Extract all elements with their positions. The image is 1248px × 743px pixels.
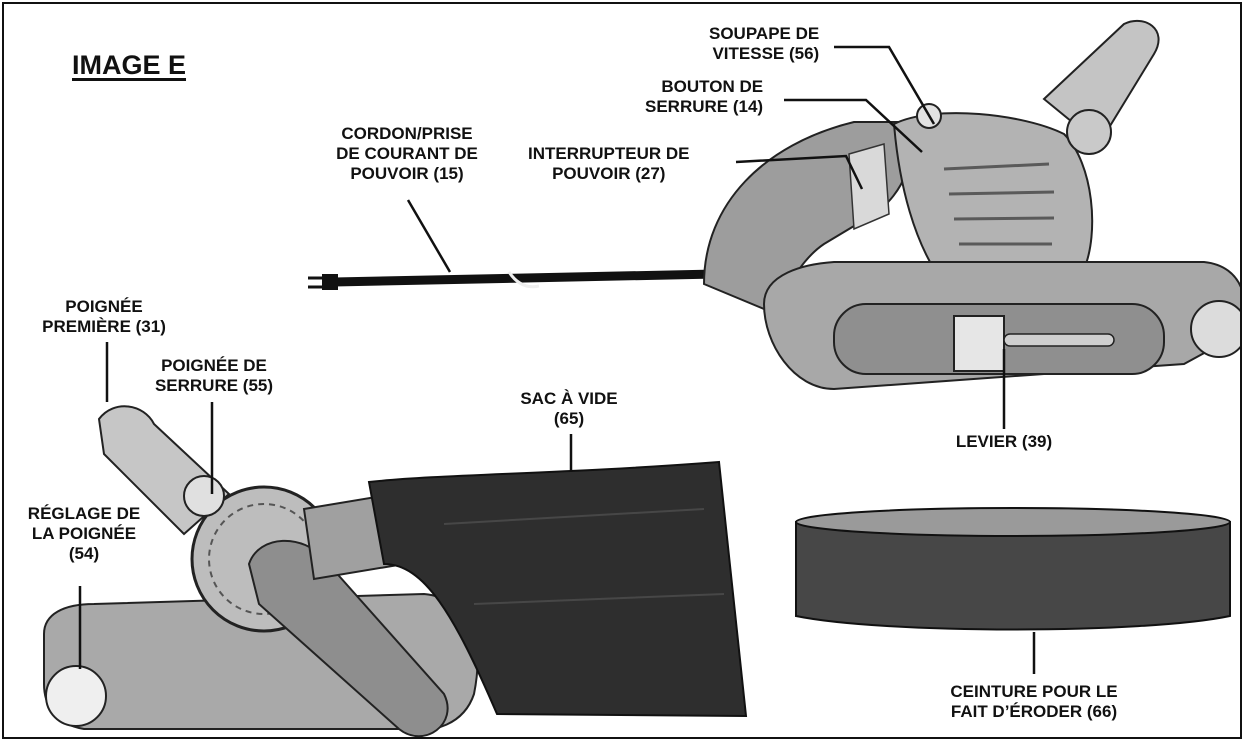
front-roller — [1191, 301, 1242, 357]
label-lever: LEVIER (39) — [939, 432, 1069, 452]
plug — [322, 274, 338, 290]
leader-power-cord — [408, 200, 450, 272]
label-dust-bag: SAC À VIDE(65) — [499, 389, 639, 429]
sanding-belt-top — [796, 508, 1230, 536]
belt-sander-side-view — [308, 21, 1242, 389]
handle-adjust-knob — [46, 666, 106, 726]
lever — [954, 316, 1004, 371]
power-cord — [334, 274, 716, 282]
belt-sander-top-view — [44, 406, 746, 736]
lock-handle-knob — [184, 476, 224, 516]
sanding-belt-body — [796, 522, 1230, 630]
power-switch-trigger — [849, 144, 889, 229]
motor-housing — [894, 113, 1092, 284]
sanding-belt-drawing — [796, 508, 1230, 630]
figure-title: IMAGE E — [72, 50, 186, 81]
